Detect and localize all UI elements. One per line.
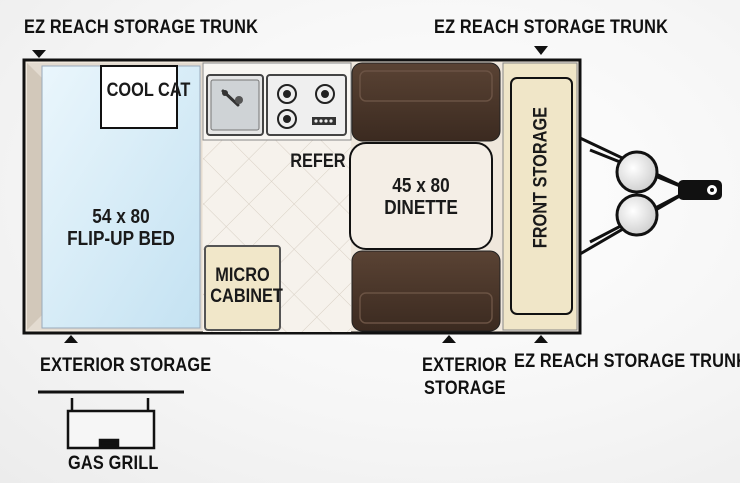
micro-line-2: CABINET xyxy=(210,286,283,308)
label-bed: 54 x 80 FLIP-UP BED xyxy=(53,206,189,251)
gas-grill-drawing xyxy=(38,390,184,450)
label-top-right-trunk: EZ REACH STORAGE TRUNK xyxy=(434,17,669,38)
micro-line-1: MICRO xyxy=(215,265,270,286)
dinette-type: DINETTE xyxy=(384,197,458,220)
spare-tire-top xyxy=(615,150,659,194)
dinette-size: 45 x 80 xyxy=(392,175,450,197)
bed-size: 54 x 80 xyxy=(92,206,150,228)
dinette-seat-top xyxy=(351,62,501,142)
label-bottom-mid-storage-1: EXTERIOR xyxy=(422,355,507,376)
label-bottom-right-trunk: EZ REACH STORAGE TRUNK xyxy=(514,351,740,372)
label-bottom-left-storage: EXTERIOR STORAGE xyxy=(40,355,212,376)
label-cool-cat: COOL CAT xyxy=(106,80,191,101)
front-storage-box xyxy=(510,77,573,315)
dinette-seat-bottom xyxy=(351,250,501,332)
spare-tire-bottom xyxy=(615,193,659,237)
stove xyxy=(266,74,347,136)
label-bottom-mid-storage-2: STORAGE xyxy=(424,378,506,399)
micro-cabinet xyxy=(204,245,281,331)
label-dinette: 45 x 80 DINETTE xyxy=(360,175,482,220)
label-gas-grill: GAS GRILL xyxy=(68,453,159,474)
label-top-left-trunk: EZ REACH STORAGE TRUNK xyxy=(24,17,259,38)
label-front-storage: FRONT STORAGE xyxy=(530,106,552,249)
cool-cat-unit xyxy=(100,65,178,129)
stove-burners xyxy=(277,84,335,129)
bed-type: FLIP-UP BED xyxy=(67,228,175,251)
label-micro-cabinet: MICRO CABINET xyxy=(210,265,283,308)
arrow-markers xyxy=(32,46,548,343)
dinette-table xyxy=(349,142,493,250)
label-refer: REFER xyxy=(290,151,346,172)
